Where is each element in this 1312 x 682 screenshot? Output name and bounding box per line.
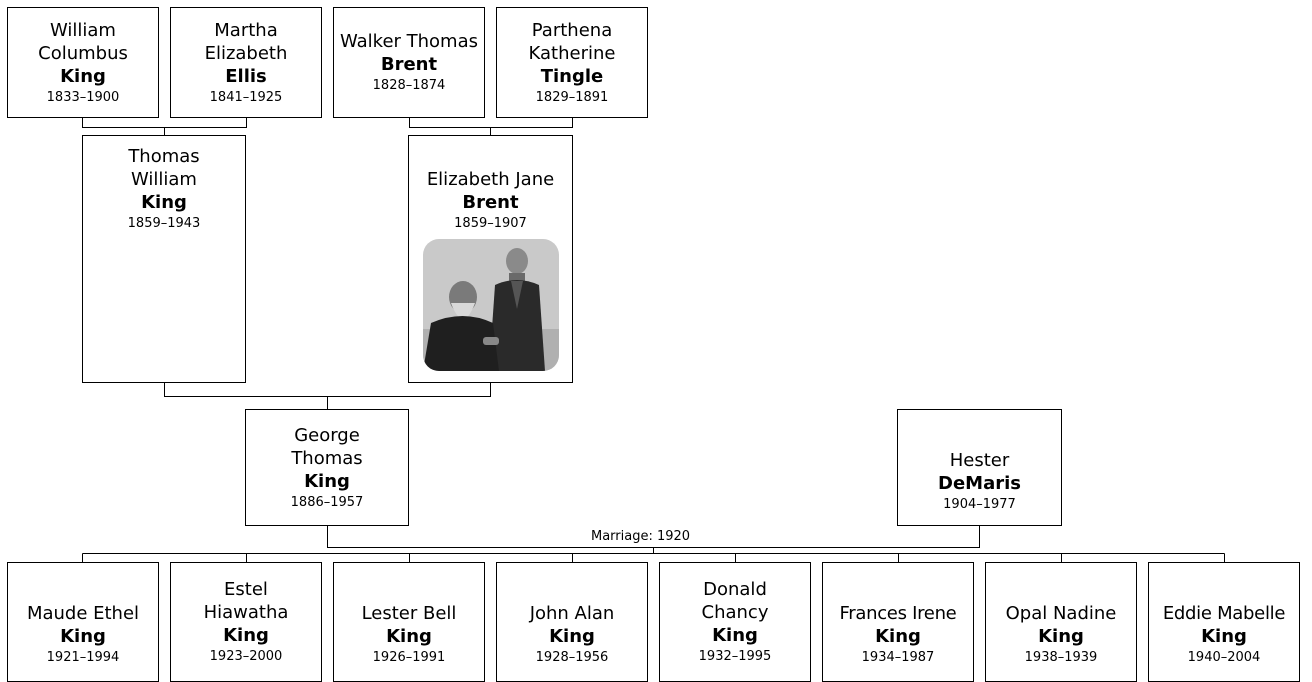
given-name: Maude Ethel (26, 602, 140, 624)
life-dates: 1829–1891 (535, 89, 609, 105)
person-donald-chancy-king[interactable]: Donald Chancy King 1932–1995 (659, 562, 811, 682)
given-name: Estel Hiawatha (203, 579, 289, 623)
given-name: Elizabeth Jane (426, 169, 555, 190)
given-name: Eddie Mabelle (1162, 602, 1286, 624)
person-william-columbus-king[interactable]: William Columbus King 1833–1900 (7, 7, 159, 118)
marriage-label: Marriage: 1920 (589, 529, 693, 544)
person-walker-thomas-brent[interactable]: Walker Thomas Brent 1828–1874 (333, 7, 485, 118)
surname: King (549, 625, 595, 647)
person-john-alan-king[interactable]: John Alan King 1928–1956 (496, 562, 648, 682)
surname: Tingle (540, 65, 604, 87)
life-dates: 1859–1907 (454, 216, 527, 231)
life-dates: 1932–1995 (698, 649, 772, 664)
life-dates: 1921–1994 (46, 649, 120, 665)
life-dates: 1841–1925 (209, 89, 283, 105)
life-dates: 1923–2000 (209, 649, 283, 664)
life-dates: 1886–1957 (290, 494, 364, 510)
life-dates: 1833–1900 (46, 89, 120, 105)
person-eddie-mabelle-king[interactable]: Eddie Mabelle King 1940–2004 (1148, 562, 1300, 682)
person-elizabeth-jane-brent[interactable]: Elizabeth Jane Brent 1859–1907 (408, 135, 573, 383)
given-name: Frances Irene (839, 602, 957, 624)
surname: Brent (462, 192, 519, 213)
surname: King (1038, 625, 1084, 647)
surname: King (304, 470, 350, 492)
surname: King (60, 65, 106, 87)
person-hester-demaris[interactable]: Hester DeMaris 1904–1977 (897, 409, 1062, 526)
life-dates: 1828–1874 (372, 78, 446, 93)
surname: King (1201, 625, 1247, 647)
given-name: George Thomas (291, 424, 363, 469)
life-dates: 1926–1991 (372, 649, 446, 665)
portrait-photo (422, 239, 559, 371)
surname: DeMaris (938, 473, 1021, 494)
given-name: Lester Bell (361, 602, 457, 624)
person-thomas-william-king[interactable]: Thomas William King 1859–1943 (82, 135, 246, 383)
person-estel-hiawatha-king[interactable]: Estel Hiawatha King 1923–2000 (170, 562, 322, 682)
given-name: Donald Chancy (701, 579, 769, 623)
person-martha-elizabeth-ellis[interactable]: Martha Elizabeth Ellis 1841–1925 (170, 7, 322, 118)
life-dates: 1938–1939 (1024, 649, 1098, 665)
surname: King (712, 625, 758, 646)
life-dates: 1928–1956 (535, 649, 609, 665)
given-name: Hester (949, 450, 1010, 471)
surname: King (141, 192, 187, 213)
person-maude-ethel-king[interactable]: Maude Ethel King 1921–1994 (7, 562, 159, 682)
given-name: Thomas William (128, 146, 200, 190)
surname: Ellis (225, 65, 267, 87)
given-name: Opal Nadine (1005, 602, 1117, 624)
surname: King (223, 625, 269, 646)
person-parthena-katherine-tingle[interactable]: Parthena Katherine Tingle 1829–1891 (496, 7, 648, 118)
given-name: John Alan (529, 602, 615, 624)
surname: King (386, 625, 432, 647)
life-dates: 1934–1987 (861, 649, 935, 665)
given-name: Martha Elizabeth (204, 19, 288, 64)
life-dates: 1940–2004 (1187, 649, 1261, 665)
person-opal-nadine-king[interactable]: Opal Nadine King 1938–1939 (985, 562, 1137, 682)
surname: King (875, 625, 921, 647)
given-name: William Columbus (38, 19, 128, 64)
surname: King (60, 625, 106, 647)
given-name: Walker Thomas (339, 31, 478, 52)
life-dates: 1859–1943 (127, 216, 201, 231)
person-frances-irene-king[interactable]: Frances Irene King 1934–1987 (822, 562, 974, 682)
surname: Brent (380, 54, 438, 75)
given-name: Parthena Katherine (528, 19, 616, 64)
person-lester-bell-king[interactable]: Lester Bell King 1926–1991 (333, 562, 485, 682)
life-dates: 1904–1977 (943, 497, 1016, 512)
person-george-thomas-king[interactable]: George Thomas King 1886–1957 (245, 409, 409, 526)
